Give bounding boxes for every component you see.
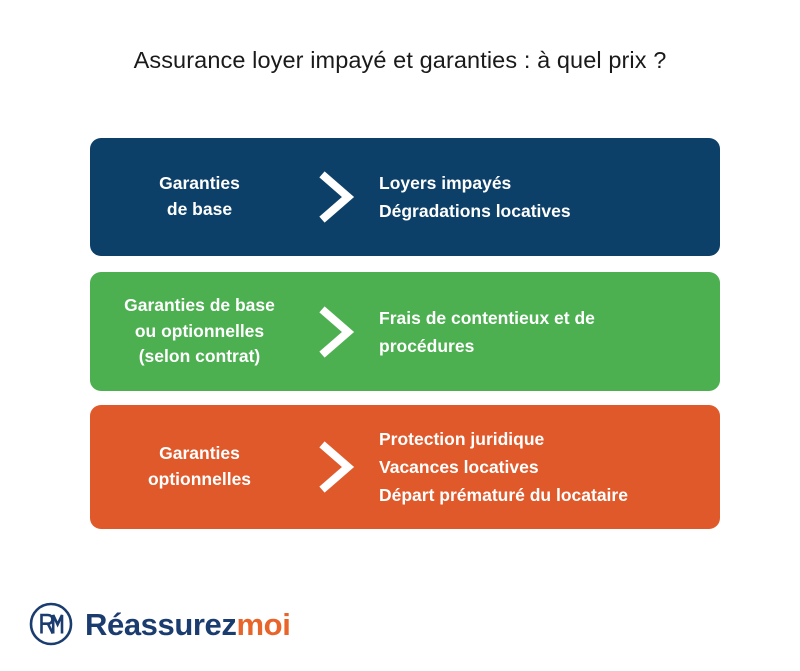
text-line: Frais de contentieux et de (379, 307, 595, 328)
row-left-label: Garanties de base (159, 171, 240, 223)
row-right-label: Protection juridique Vacances locatives … (379, 425, 628, 509)
logo-word-accent: moi (236, 606, 291, 642)
row-right-label: Loyers impayés Dégradations locatives (379, 169, 571, 225)
text-line: Protection juridique (379, 429, 545, 449)
row-right-cell: Frais de contentieux et de procédures (379, 304, 720, 360)
row-right-cell: Loyers impayés Dégradations locatives (379, 169, 720, 225)
row-left-label: Garanties de base ou optionnelles (selon… (124, 293, 275, 371)
row-left-cell: Garanties optionnelles (90, 441, 295, 493)
text-line: procédures (379, 335, 475, 356)
logo-word-main: Réassurez (85, 606, 237, 642)
text-line: Loyers impayés (379, 173, 512, 193)
row-separator-cell (295, 305, 379, 359)
page-title: Assurance loyer impayé et garanties : à … (133, 47, 667, 73)
text-line: ou optionnelles (134, 320, 265, 341)
chevron-right-icon (319, 305, 355, 358)
row-garanties-de-base: Garanties de base Loyers impayés Dégrada… (90, 138, 720, 256)
chevron-right-icon (319, 441, 355, 493)
text-line: Garanties (159, 443, 240, 464)
row-left-label: Garanties optionnelles (148, 441, 251, 493)
text-line: Dégradations locatives (379, 201, 571, 221)
text-line: Vacances locatives (379, 457, 539, 477)
row-left-cell: Garanties de base ou optionnelles (selon… (90, 293, 295, 371)
logo-wordmark: Réassurezmoi (85, 606, 291, 642)
text-line: Départ prématuré du locataire (379, 485, 628, 505)
text-line: Garanties (159, 173, 240, 194)
chevron-right-icon (319, 171, 355, 223)
text-line: (selon contrat) (138, 346, 261, 367)
row-right-label: Frais de contentieux et de procédures (379, 304, 595, 360)
text-line: de base (166, 199, 233, 219)
row-separator-cell (295, 440, 379, 494)
row-left-cell: Garanties de base (90, 171, 295, 223)
rm-circle-monogram-icon (29, 602, 73, 646)
text-line: optionnelles (147, 469, 252, 489)
brand-logo: Réassurezmoi (28, 601, 291, 647)
row-separator-cell (295, 170, 379, 224)
text-line: Garanties de base (124, 294, 275, 315)
row-garanties-optionnelles: Garanties optionnelles Protection juridi… (90, 405, 720, 529)
row-garanties-de-base-ou-optionnelles: Garanties de base ou optionnelles (selon… (90, 272, 720, 391)
row-right-cell: Protection juridique Vacances locatives … (379, 425, 720, 509)
